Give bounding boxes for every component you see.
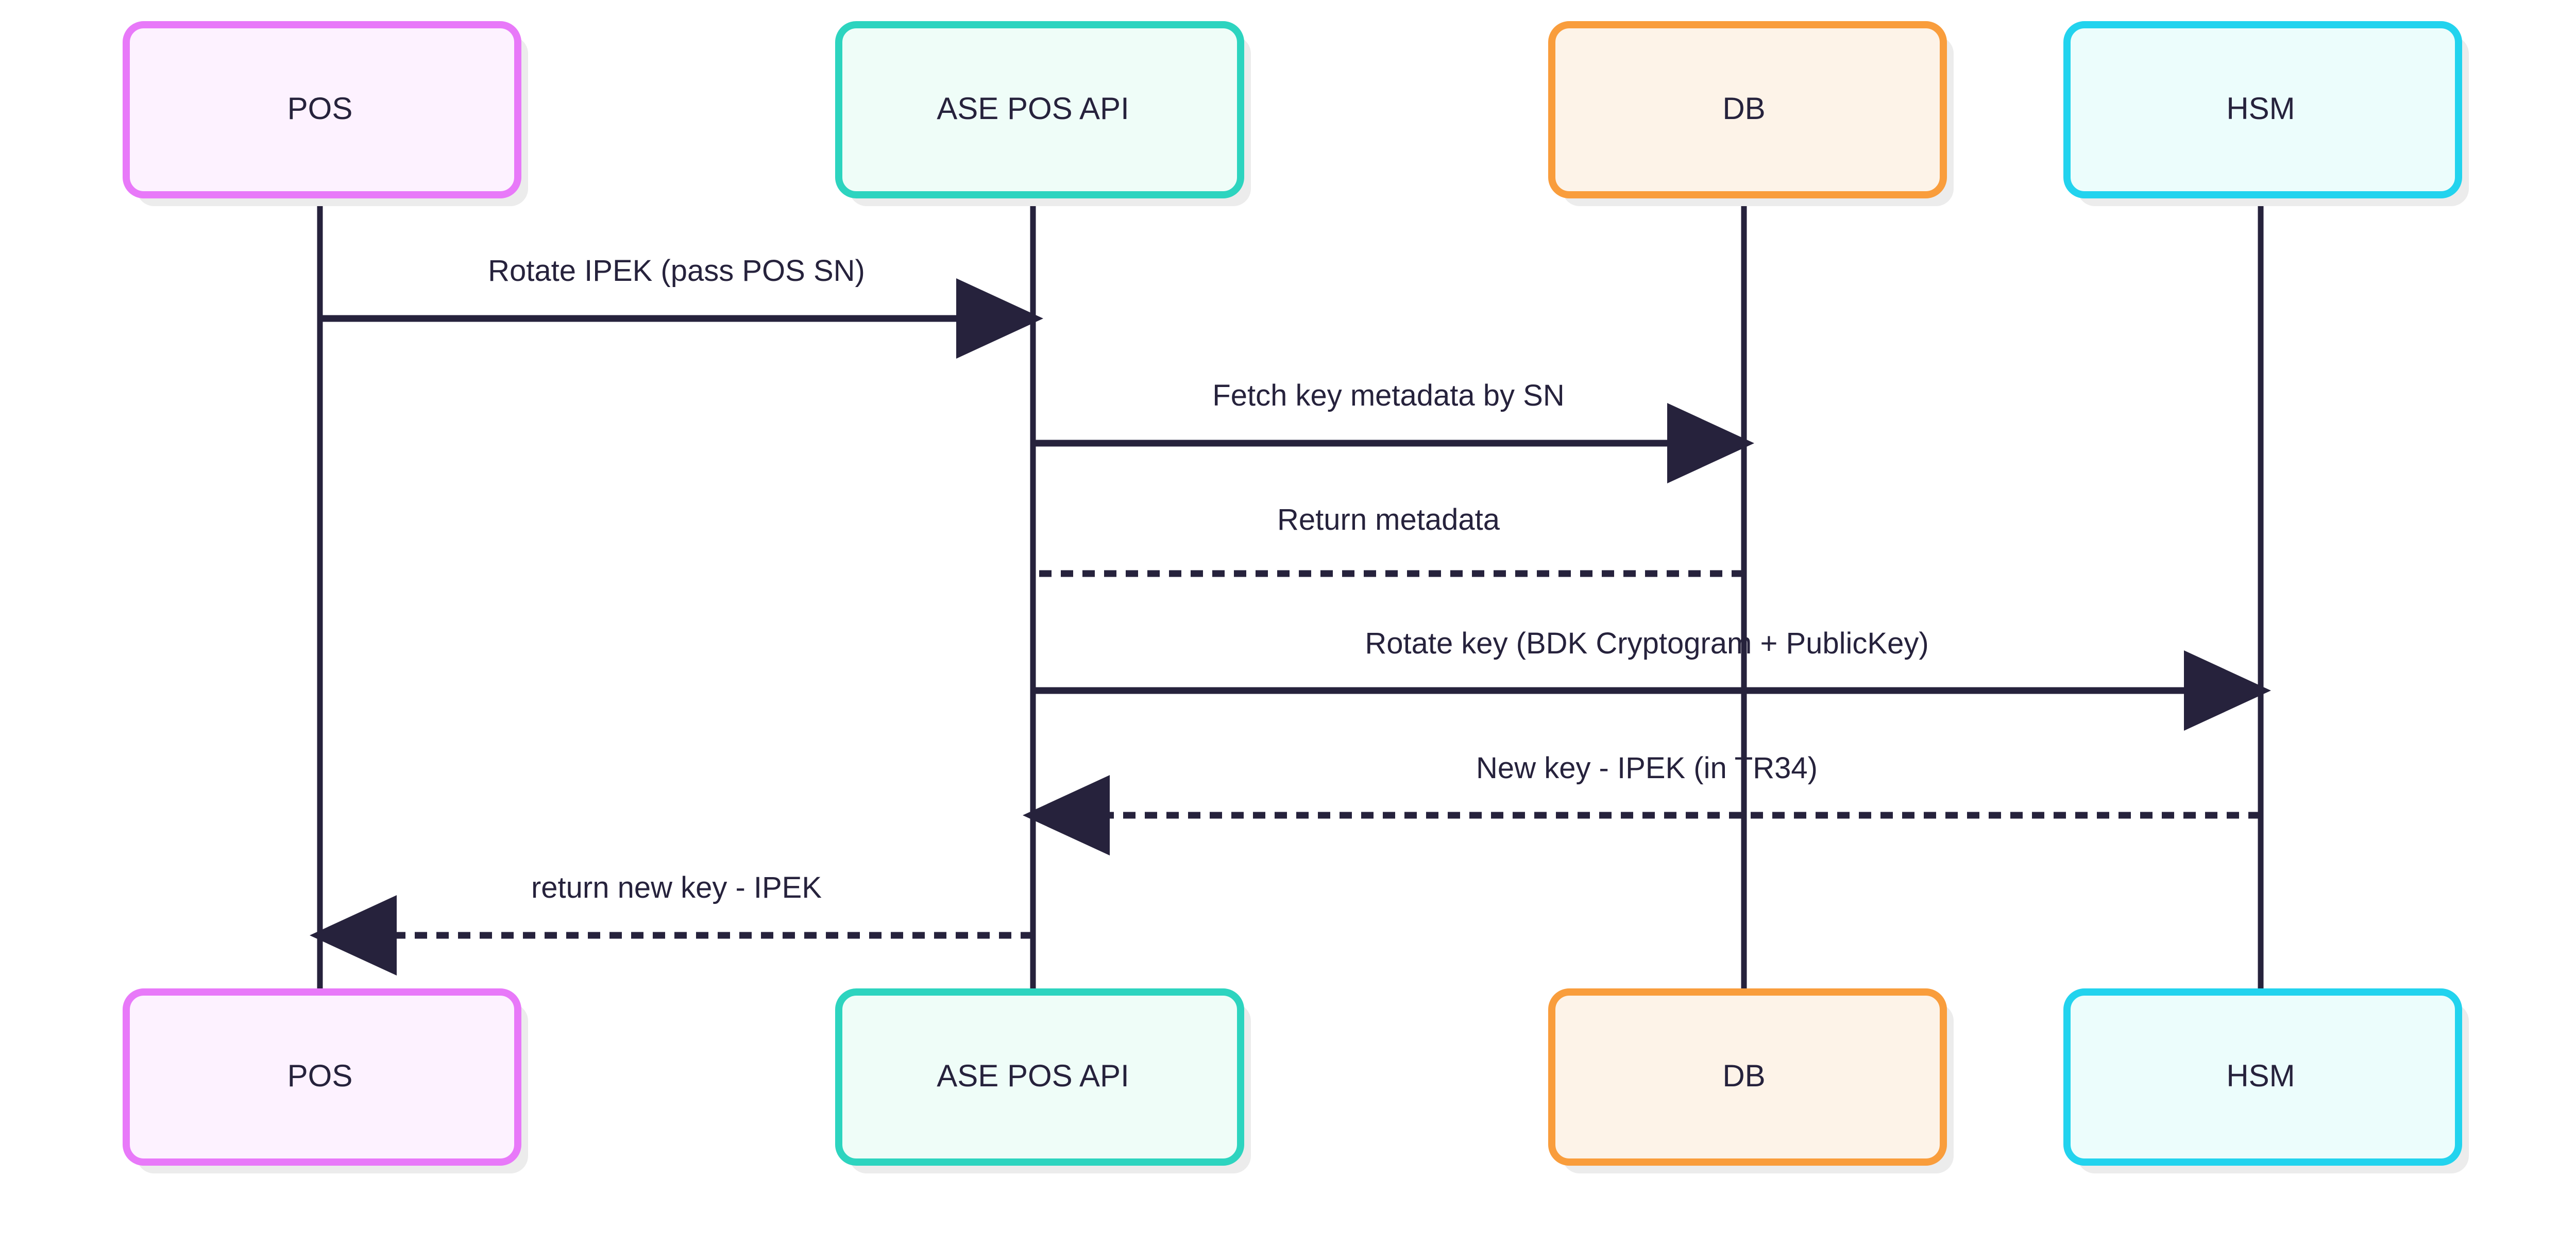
participant-box-ase-top[interactable]: ASE POS API [835,21,1251,206]
participant-box-pos-top[interactable]: POS [123,21,528,206]
box-body [2063,21,2462,198]
message-label-2: Fetch key metadata by SN [1212,379,1564,412]
message-label-3: Return metadata [1277,503,1500,536]
participant-box-db-bottom[interactable]: DB [1548,988,1954,1173]
box-body [1548,21,1947,198]
participant-box-hsm-top[interactable]: HSM [2063,21,2469,206]
participant-label-db: DB [1722,1059,1765,1093]
message-label-6: return new key - IPEK [531,871,822,904]
message-label-1: Rotate IPEK (pass POS SN) [488,254,865,288]
participant-boxes-group: POS POS ASE POS API ASE POS API DB DB HSM HSM [123,21,2469,1173]
box-body [2063,988,2462,1166]
participant-box-db-top[interactable]: DB [1548,21,1954,206]
participant-label-hsm: HSM [2226,91,2295,126]
participant-box-ase-bottom[interactable]: ASE POS API [835,988,1251,1173]
participant-label-ase: ASE POS API [937,1059,1129,1093]
participant-label-hsm: HSM [2226,1059,2295,1093]
box-body [123,988,521,1166]
box-body [1548,988,1947,1166]
box-body [835,21,1244,198]
messages-group: Rotate IPEK (pass POS SN) Fetch key metad… [310,254,2271,976]
box-body [123,21,521,198]
participant-label-pos: POS [287,1059,353,1093]
participant-label-ase: ASE POS API [937,91,1129,126]
participant-label-pos: POS [287,91,353,126]
message-label-4: Rotate key (BDK Cryptogram + PublicKey) [1365,627,1928,660]
participant-box-hsm-bottom[interactable]: HSM [2063,988,2469,1173]
participant-label-db: DB [1722,91,1765,126]
message-label-5: New key - IPEK (in TR34) [1476,751,1818,785]
participant-box-pos-bottom[interactable]: POS [123,988,528,1173]
box-body [835,988,1244,1166]
